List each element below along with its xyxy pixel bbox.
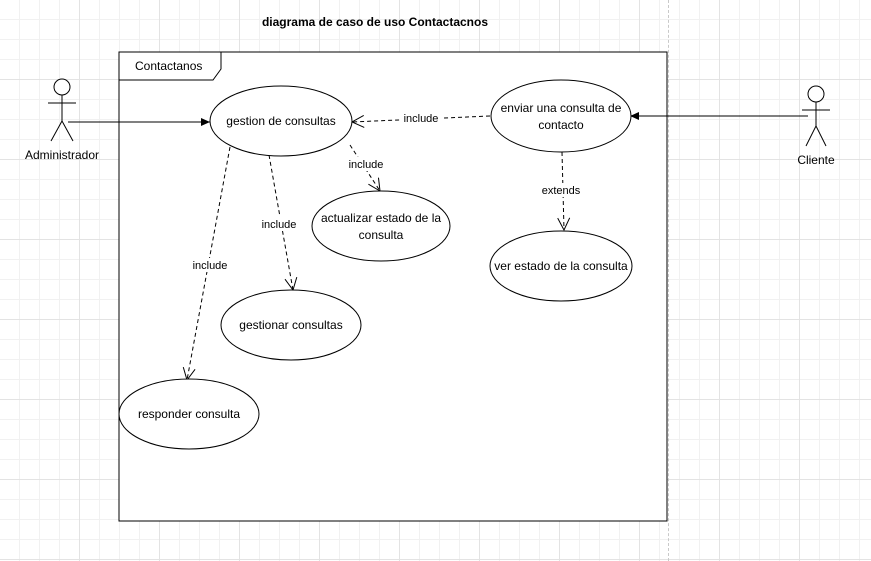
use-case-enviar-label-line1: enviar una consulta de (501, 101, 622, 115)
use-case-responder-consulta[interactable]: responder consulta (118, 378, 260, 450)
diagram-title: diagrama de caso de uso Contactacnos (261, 15, 489, 29)
actor-cliente[interactable] (802, 85, 830, 147)
extends-enviar-ver (557, 151, 571, 232)
use-case-ver-label: ver estado de la consulta (494, 259, 628, 273)
use-case-enviar-label-line2: contacto (538, 118, 584, 132)
use-case-actualizar-estado[interactable]: actualizar estado de la consulta (311, 190, 451, 262)
relation-label-extends: extends (542, 185, 581, 197)
use-case-enviar-consulta[interactable]: enviar una consulta de contacto (490, 79, 632, 153)
relation-label-include: include (262, 219, 297, 231)
relation-label-include: include (349, 159, 384, 171)
include-enviar-gestion (350, 115, 491, 128)
use-case-actualizar-label-line1: actualizar estado de la (321, 211, 441, 225)
include-gestion-responder (182, 146, 231, 382)
include-gestion-actualizar (349, 144, 381, 192)
relation-label-include: include (404, 113, 439, 125)
page-break-line (668, 0, 669, 561)
relation-label-include: include (193, 260, 228, 272)
use-case-ver-estado[interactable]: ver estado de la consulta (489, 230, 633, 302)
use-case-gestionar-consultas[interactable]: gestionar consultas (220, 289, 362, 361)
use-case-responder-label: responder consulta (138, 407, 240, 421)
system-boundary-label: Contactanos (135, 59, 202, 73)
actor-cliente-label: Cliente (797, 153, 835, 167)
use-case-gestion-de-consultas[interactable]: gestion de consultas (209, 85, 353, 157)
actor-administrador[interactable] (48, 78, 76, 142)
use-case-actualizar-label-line2: consulta (359, 228, 404, 242)
use-case-gestionar-label: gestionar consultas (239, 318, 342, 332)
use-case-gestion-label: gestion de consultas (226, 114, 335, 128)
include-gestion-gestionar (268, 154, 298, 292)
actor-administrador-label: Administrador (25, 148, 99, 162)
